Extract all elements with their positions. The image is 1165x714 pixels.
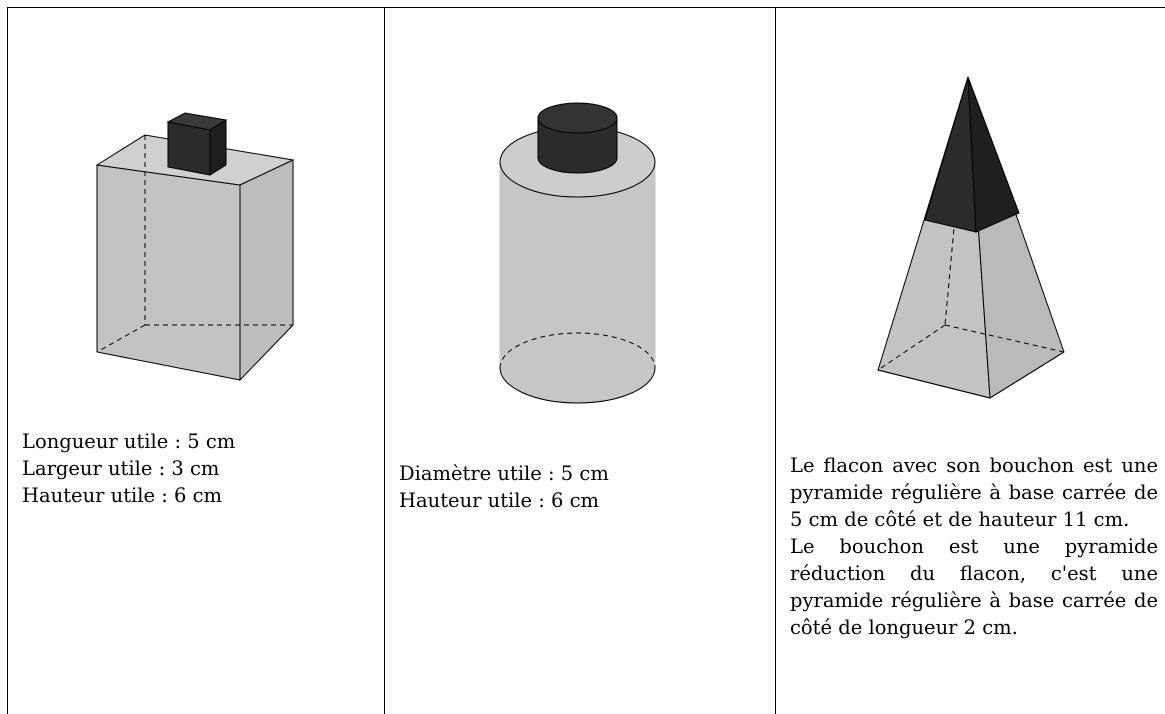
column-divider-1 xyxy=(384,7,385,714)
cylinder-cap xyxy=(537,102,618,174)
rectangular-bottle-dimensions: Longueur utile : 5 cm Largeur utile : 3 … xyxy=(22,428,235,509)
pyramid-cap xyxy=(924,76,1020,233)
cylindrical-bottle-dimensions: Diamètre utile : 5 cm Hauteur utile : 6 … xyxy=(399,460,609,514)
pyramid-bottle-figure xyxy=(877,76,1065,399)
height-text: Hauteur utile : 6 cm xyxy=(22,484,223,507)
column-divider-2 xyxy=(775,7,776,714)
length-text: Longueur utile : 5 cm xyxy=(22,430,236,453)
cylinder-body xyxy=(500,162,655,403)
cylindrical-bottle-figure xyxy=(499,102,656,404)
bottle-cap xyxy=(166,112,228,176)
height-text: Hauteur utile : 6 cm xyxy=(399,489,600,512)
width-text: Largeur utile : 3 cm xyxy=(22,457,220,480)
table-top-border xyxy=(7,7,1165,8)
pyramid-bottle-description: Le flacon avec son bouchon est une pyram… xyxy=(790,452,1158,641)
table-left-border xyxy=(7,7,8,714)
pyramid-description-paragraph-2: Le bouchon est une pyramide réduction du… xyxy=(790,535,1158,639)
rectangular-bottle-figure xyxy=(95,112,295,382)
bottle-front-face xyxy=(96,164,241,381)
pyramid-description-paragraph-1: Le flacon avec son bouchon est une pyram… xyxy=(790,454,1158,531)
bottle-side-face xyxy=(239,159,294,382)
diameter-text: Diamètre utile : 5 cm xyxy=(399,462,609,485)
